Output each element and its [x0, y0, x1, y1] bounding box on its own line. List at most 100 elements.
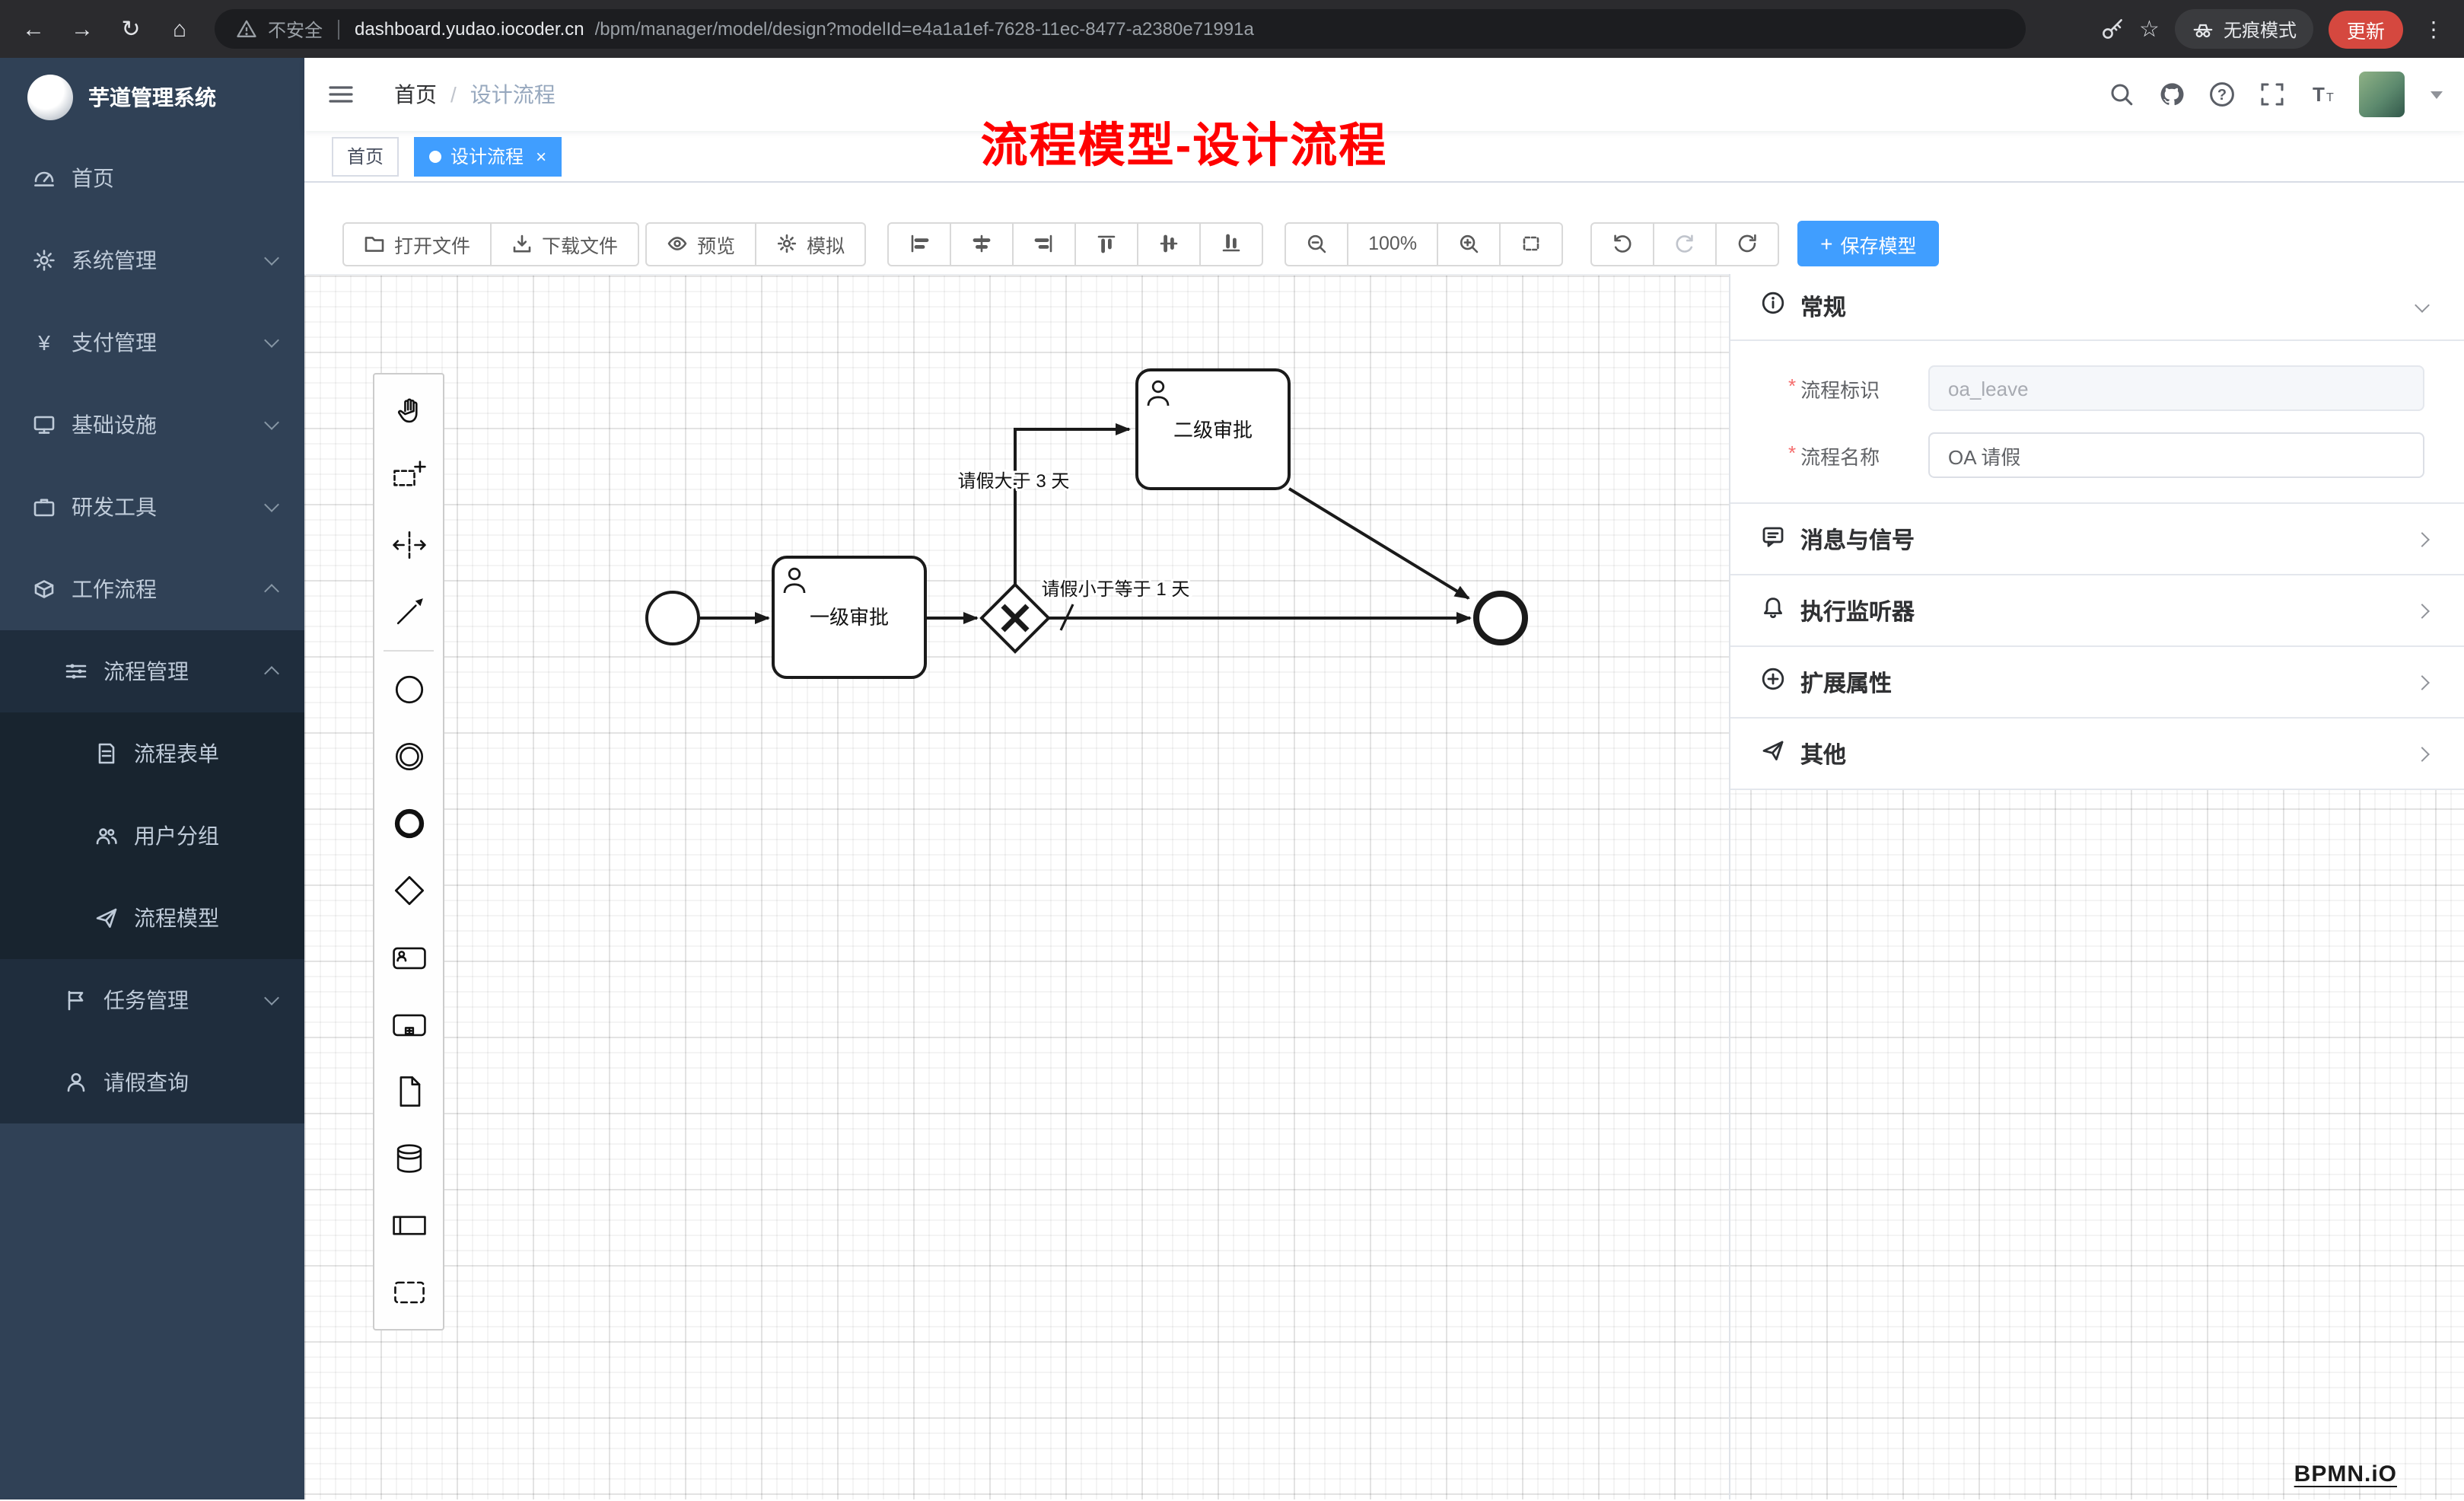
hand-tool[interactable]: [374, 378, 443, 445]
tab-design-process[interactable]: 设计流程 ×: [414, 136, 562, 176]
bpmn-end-event[interactable]: [1473, 591, 1528, 645]
gear-icon: [777, 234, 797, 253]
zoom-reset-button[interactable]: [1499, 221, 1564, 266]
chevron-down-icon: [264, 250, 279, 266]
flow-task2-to-end[interactable]: [1288, 487, 1470, 600]
field-label: * 流程名称: [1788, 441, 1880, 468]
create-end-event[interactable]: [374, 790, 443, 857]
process-key-input[interactable]: [1928, 365, 2424, 411]
browser-actions: ☆ 无痕模式 更新 ⋮: [2099, 0, 2449, 58]
global-connect-tool[interactable]: [374, 578, 443, 645]
browser-menu-icon[interactable]: ⋮: [2423, 16, 2444, 40]
app-title: 芋道管理系统: [88, 85, 216, 110]
fullscreen-icon[interactable]: [2259, 81, 2286, 108]
bpmn-task-first-approve[interactable]: 一级审批: [772, 556, 927, 679]
preview-button[interactable]: 预览: [645, 221, 757, 266]
url-domain: dashboard.yudao.iocoder.cn: [355, 18, 584, 40]
chevron-up-icon: [264, 666, 279, 681]
plus-icon: +: [1820, 231, 1833, 256]
gear-icon: [33, 250, 55, 271]
redo-button[interactable]: [1653, 221, 1717, 266]
forward-icon[interactable]: →: [71, 16, 94, 42]
create-start-event[interactable]: [374, 656, 443, 723]
zoom-in-button[interactable]: [1437, 221, 1501, 266]
align-right-button[interactable]: [1012, 221, 1077, 266]
sidebar-item-home[interactable]: 首页: [0, 137, 304, 219]
sidebar-item-label: 支付管理: [72, 330, 157, 355]
section-other[interactable]: 其他: [1730, 719, 2464, 790]
flow-gateway-to-task2[interactable]: [1014, 423, 1131, 585]
dashboard-icon: [34, 171, 54, 186]
svg-text:T: T: [2313, 83, 2325, 106]
back-icon[interactable]: ←: [22, 16, 45, 42]
sidebar-item-devtools[interactable]: 研发工具: [0, 466, 304, 548]
align-top-button[interactable]: [1074, 221, 1139, 266]
section-execution-listener[interactable]: 执行监听器: [1730, 575, 2464, 647]
create-group[interactable]: [374, 1259, 443, 1326]
insecure-warning-icon: [237, 20, 256, 37]
plus-circle-icon: [1761, 666, 1785, 698]
save-model-button[interactable]: + 保存模型: [1797, 221, 1940, 266]
bpmn-start-event[interactable]: [645, 591, 700, 645]
section-extended-attrs[interactable]: 扩展属性: [1730, 647, 2464, 719]
space-tool[interactable]: [374, 511, 443, 578]
avatar-caret-icon[interactable]: [2431, 91, 2443, 98]
create-file-shape[interactable]: [374, 1058, 443, 1125]
address-bar[interactable]: 不安全 dashboard.yudao.iocoder.cn/bpm/manag…: [215, 9, 2026, 49]
sidebar-item-process-form[interactable]: 流程表单: [0, 712, 304, 795]
close-icon[interactable]: ×: [536, 145, 547, 167]
section-title: 执行监听器: [1800, 599, 1915, 625]
user-avatar[interactable]: [2359, 72, 2405, 117]
process-name-input[interactable]: [1928, 432, 2424, 478]
lasso-tool[interactable]: [374, 445, 443, 511]
breadcrumb-home[interactable]: 首页: [394, 82, 437, 107]
download-file-button[interactable]: 下载文件: [490, 221, 640, 266]
align-bottom-button[interactable]: [1199, 221, 1264, 266]
sidebar-item-process-model[interactable]: 流程模型: [0, 877, 304, 959]
create-data-store[interactable]: [374, 1125, 443, 1192]
bpmn-io-watermark[interactable]: BPMN.iO: [2294, 1461, 2397, 1487]
sidebar-item-label: 首页: [72, 166, 114, 190]
section-message-signal[interactable]: 消息与信号: [1730, 504, 2464, 575]
align-middle-button[interactable]: [1137, 221, 1202, 266]
home-icon[interactable]: ⌂: [172, 16, 187, 42]
create-intermediate-event[interactable]: [374, 723, 443, 790]
open-file-button[interactable]: 打开文件: [342, 221, 492, 266]
align-center-button[interactable]: [950, 221, 1014, 266]
hamburger-icon[interactable]: [327, 81, 355, 108]
sidebar-item-task-manage[interactable]: 任务管理: [0, 959, 304, 1041]
sidebar-item-workflow[interactable]: 工作流程: [0, 548, 304, 630]
simulate-button[interactable]: 模拟: [755, 221, 867, 266]
sidebar-item-infra[interactable]: 基础设施: [0, 384, 304, 466]
align-left-button[interactable]: [887, 221, 952, 266]
undo-button[interactable]: [1590, 221, 1655, 266]
bookmark-star-icon[interactable]: ☆: [2139, 17, 2160, 43]
create-subprocess[interactable]: [374, 991, 443, 1058]
bpmn-task-second-approve[interactable]: 二级审批: [1135, 368, 1291, 490]
help-icon[interactable]: ?: [2208, 81, 2236, 108]
create-gateway[interactable]: [374, 857, 443, 924]
sidebar-item-payment[interactable]: ¥ 支付管理: [0, 301, 304, 384]
required-asterisk: *: [1788, 441, 1797, 464]
bpmn-exclusive-gateway[interactable]: [979, 582, 1051, 654]
sidebar-item-label: 流程管理: [103, 659, 189, 684]
create-participant[interactable]: [374, 1192, 443, 1259]
general-section-header[interactable]: 常规: [1730, 274, 2464, 341]
bell-icon: [1761, 594, 1785, 626]
sidebar-item-leave-query[interactable]: 请假查询: [0, 1041, 304, 1123]
tab-home[interactable]: 首页: [332, 136, 400, 176]
sidebar-item-process-manage[interactable]: 流程管理: [0, 630, 304, 712]
refresh-button[interactable]: [1715, 221, 1780, 266]
key-icon[interactable]: [2099, 17, 2124, 41]
create-user-task[interactable]: [374, 924, 443, 991]
zoom-out-button[interactable]: [1285, 221, 1349, 266]
app-logo[interactable]: 芋道管理系统: [0, 58, 304, 137]
sidebar-item-system[interactable]: 系统管理: [0, 219, 304, 301]
search-icon[interactable]: [2108, 81, 2135, 108]
github-icon[interactable]: [2158, 81, 2185, 108]
browser-update-button[interactable]: 更新: [2328, 10, 2403, 48]
reload-icon[interactable]: ↻: [121, 17, 141, 43]
sidebar-item-user-group[interactable]: 用户分组: [0, 795, 304, 877]
